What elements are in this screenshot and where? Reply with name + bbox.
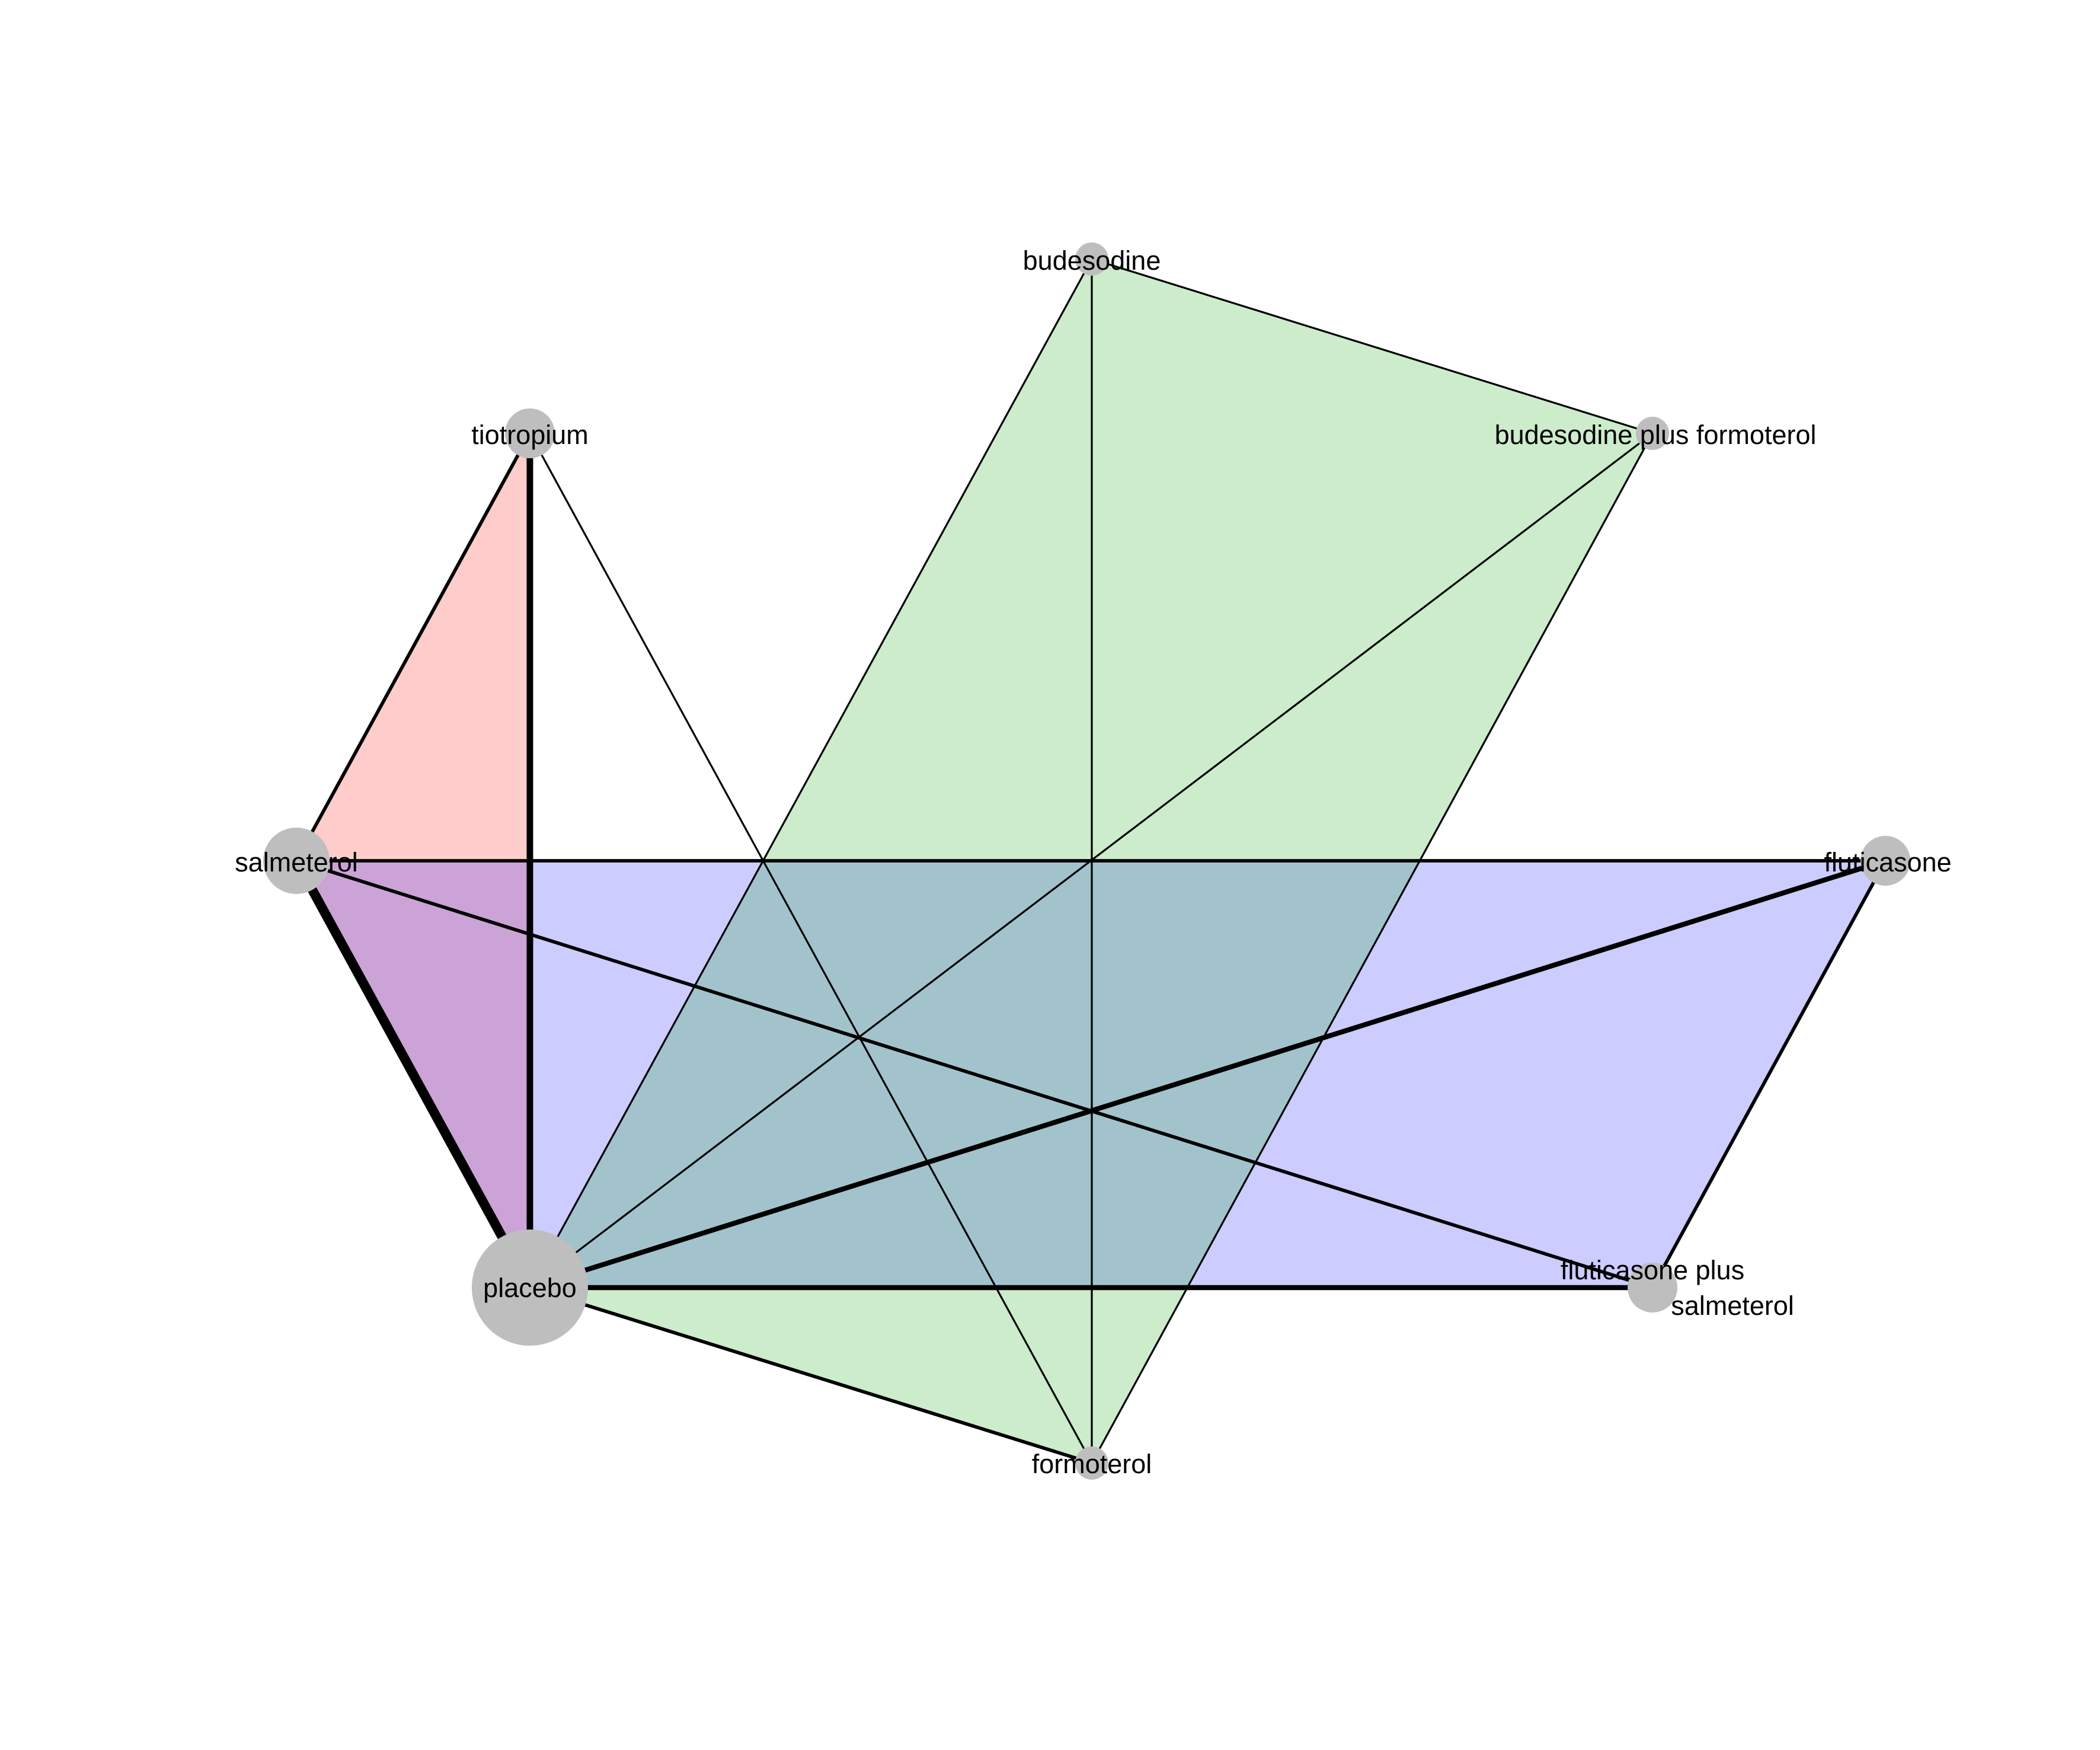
edge-tiotropium-formoterol: [529, 433, 1093, 1464]
edge-budesodine_plus_formoterol-placebo: [529, 432, 1653, 1289]
edge-placebo-fluticasone: [529, 858, 1887, 1291]
node-label-formoterol: formoterol: [1032, 1449, 1152, 1479]
edge-budesodine_plus_formoterol-formoterol: [1091, 433, 1654, 1464]
node-label-fluticasone_plus_salmeterol-line-1: fluticasone plus: [1561, 1255, 1744, 1285]
edge-salmeterol-placebo: [292, 858, 535, 1290]
edge-salmeterol-tiotropium: [295, 432, 532, 862]
node-label-budesodine: budesodine: [1023, 245, 1161, 276]
node-fluticasone: [1861, 836, 1910, 886]
treatment-comparison-edges: [292, 258, 1887, 1465]
node-label-budesodine_plus_formoterol: budesodine plus formoterol: [1495, 420, 1817, 450]
node-budesodine_plus_formoterol: [1636, 417, 1669, 450]
node-formoterol: [1075, 1446, 1108, 1480]
node-label-tiotropium: tiotropium: [471, 420, 589, 450]
edge-salmeterol-fluticasone_plus_salmeterol: [296, 859, 1653, 1289]
node-budesodine: [1075, 242, 1108, 276]
node-label-salmeterol: salmeterol: [235, 847, 358, 877]
node-fluticasone_plus_salmeterol: [1628, 1263, 1677, 1312]
node-label-fluticasone_plus_salmeterol-line-2: salmeterol: [1671, 1291, 1794, 1321]
edge-budesodine-budesodine_plus_formoterol: [1091, 258, 1653, 435]
treatment-labels: budesodine budesodine plus formoterol flut…: [235, 245, 1951, 1479]
treatment-nodes: [263, 242, 1910, 1480]
node-tiotropium: [505, 408, 555, 458]
node-label-fluticasone: fluticasone: [1824, 847, 1951, 877]
node-placebo: [472, 1230, 588, 1346]
edge-placebo-formoterol: [529, 1286, 1092, 1465]
node-salmeterol: [263, 828, 330, 894]
node-label-placebo: placebo: [483, 1273, 577, 1303]
edge-budesodine-placebo: [529, 258, 1093, 1288]
edge-fluticasone-fluticasone_plus_salmeterol: [1651, 860, 1887, 1289]
